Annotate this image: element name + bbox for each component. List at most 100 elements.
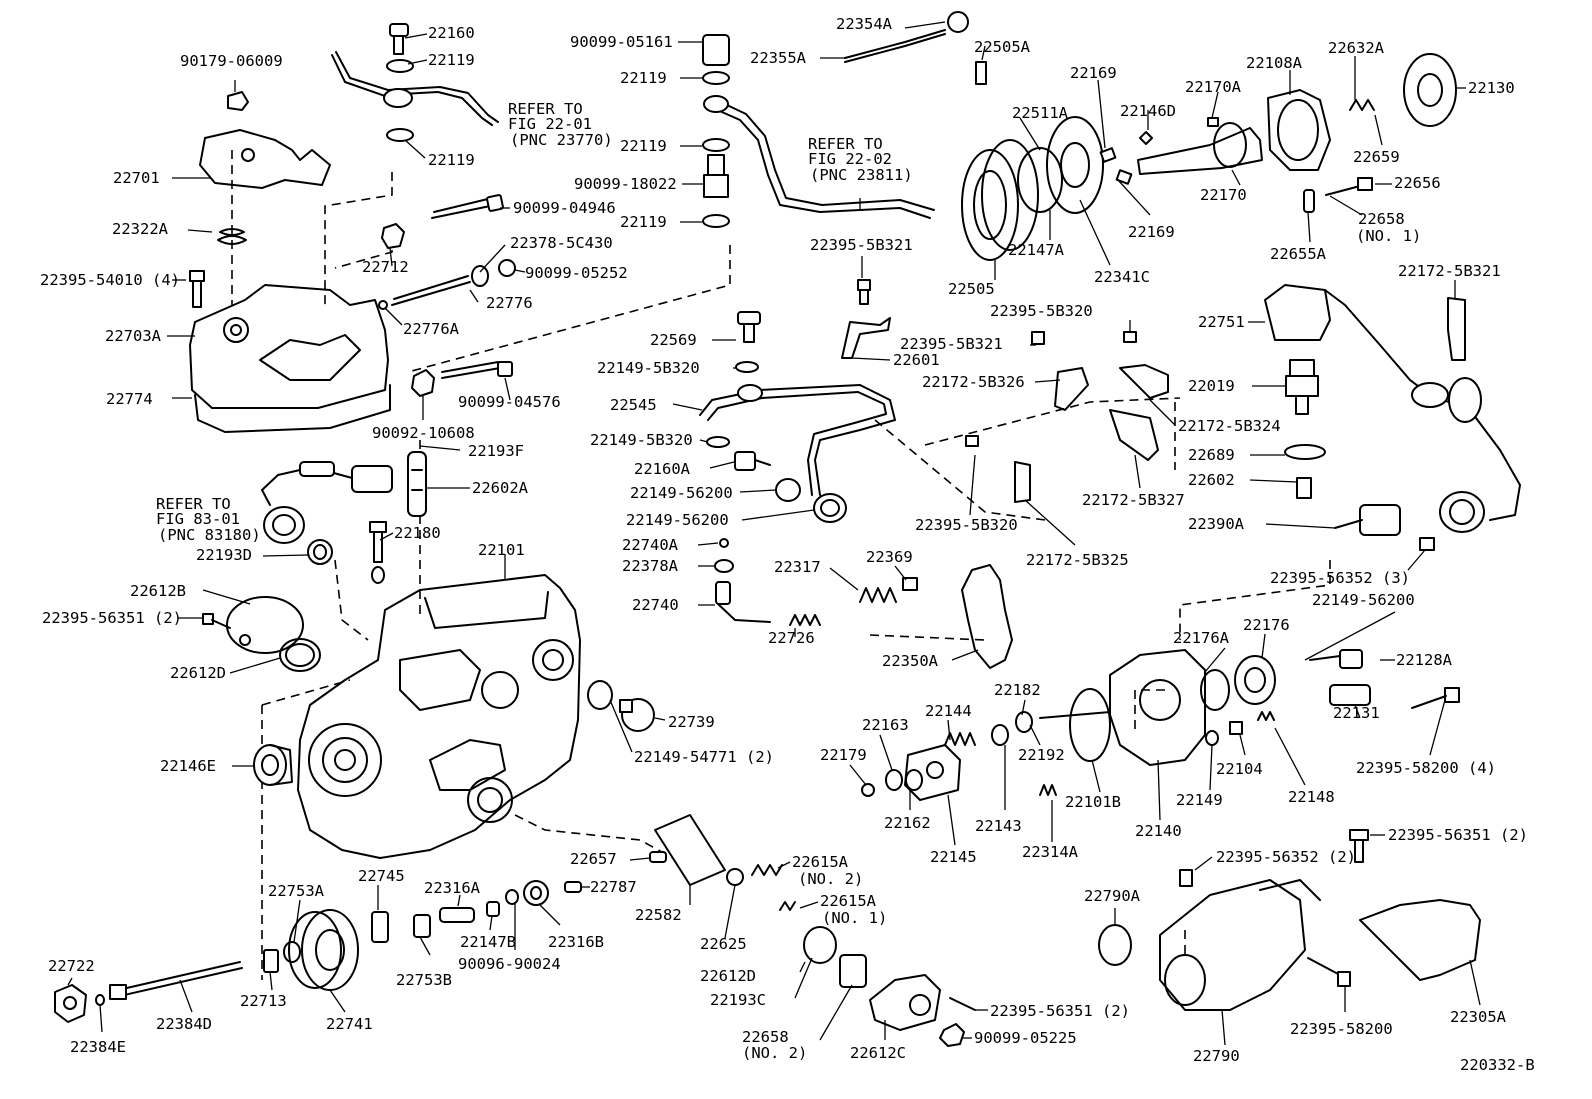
spring-22615A-icon <box>751 864 796 911</box>
part-label: 22740 <box>632 596 679 614</box>
refer-to-label: (PNC 23770) <box>510 131 613 149</box>
part-label: 90099-05225 <box>974 1029 1077 1047</box>
part-label: 22774 <box>106 390 153 408</box>
oring-22176A-icon <box>1200 669 1230 711</box>
refer-to-label: REFER TO <box>156 495 231 513</box>
part-label: 22739 <box>668 713 715 731</box>
part-label: 22119 <box>620 69 667 87</box>
part-label: 22601 <box>893 351 940 369</box>
part-label: 22657 <box>570 850 617 868</box>
part-label: 22658 <box>742 1028 789 1046</box>
fitting-22131-icon <box>1329 684 1371 706</box>
spring-22726-icon <box>789 614 821 626</box>
bolt-22395-5B321-icon <box>857 279 871 305</box>
bolt-22369-icon <box>902 577 918 591</box>
banjo-22149-56200-icon <box>775 478 847 523</box>
part-label: 22148 <box>1288 788 1335 806</box>
cover-22145-icon <box>904 744 961 801</box>
part-label: 22160 <box>428 24 475 42</box>
bolt-22395-56351-icon <box>202 613 231 629</box>
bracket-22172-5B321-icon <box>1447 297 1466 361</box>
bolt-22395-56352-lower-icon <box>1179 869 1193 887</box>
part-label: 22354A <box>836 15 893 33</box>
part-label: 22144 <box>925 702 972 720</box>
bracket-22172-5B324-icon <box>1119 364 1169 399</box>
part-label: 22172-5B325 <box>1026 551 1129 569</box>
part-label: 22316B <box>548 933 604 951</box>
part-label: 22146E <box>160 757 216 775</box>
lever-22350A-icon <box>961 564 1013 669</box>
part-label: 22395-5B321 <box>810 236 913 254</box>
part-label: 90099-05161 <box>570 33 673 51</box>
part-label: 22119 <box>620 213 667 231</box>
valve-90099-18022-icon <box>703 154 729 198</box>
bolt-22505A-icon <box>975 61 987 85</box>
part-label: 22395-58200 <box>1290 1020 1393 1038</box>
part-label: 22395-54010 (4) <box>40 271 180 289</box>
part-label: 22149-56200 <box>1312 591 1415 609</box>
part-label: 22147B <box>460 933 516 951</box>
bolt-22395-56351-lower-icon <box>949 997 976 1011</box>
housing-22108A-icon <box>1267 89 1331 171</box>
part-label: 22176A <box>1173 629 1230 647</box>
part-label: 22108A <box>1246 54 1303 72</box>
key-22170A-icon <box>1207 117 1219 127</box>
part-label: 22149-54771 (2) <box>634 748 774 766</box>
part-label: 22378-5C430 <box>510 234 613 252</box>
nut-90092-icon <box>411 369 435 397</box>
assembly-dashed-lines <box>231 150 1331 980</box>
bracket-22601-icon <box>841 317 891 359</box>
part-label: 22722 <box>48 957 95 975</box>
part-label: 22146D <box>1120 102 1176 120</box>
part-label: 90179-06009 <box>180 52 283 70</box>
part-label: 22172-5B326 <box>922 373 1025 391</box>
part-label: 22176 <box>1243 616 1290 634</box>
part-label: 22569 <box>650 331 697 349</box>
washer-22753A-icon <box>283 941 301 963</box>
lever-22305A-icon <box>1359 899 1481 981</box>
part-label: 22192 <box>1018 746 1065 764</box>
part-label: 22655A <box>1270 245 1327 263</box>
pin-22655A-icon <box>1303 189 1315 213</box>
refer-to-label: FIG 22-02 <box>808 150 892 168</box>
part-label: 22140 <box>1135 822 1182 840</box>
pin-22787-icon <box>564 881 582 893</box>
part-label: 22193F <box>468 442 524 460</box>
part-label: 22615A <box>820 892 877 910</box>
part-label: 22162 <box>884 814 931 832</box>
part-label: (NO. 2) <box>742 1044 807 1062</box>
bolt-22395-56352-icon <box>1419 537 1435 551</box>
bolt-22569-icon <box>737 311 761 343</box>
part-label: 22753A <box>268 882 325 900</box>
part-label: 22395-5B320 <box>990 302 1093 320</box>
bolt-22160-icon <box>389 23 409 55</box>
clip-22776A-icon <box>378 300 388 310</box>
nut-22722-icon <box>54 984 87 1023</box>
part-label: 22712 <box>362 258 409 276</box>
piston-22582-icon <box>654 814 726 886</box>
pin-22179-icon <box>861 783 875 797</box>
spring-22144-icon <box>944 732 976 746</box>
part-labels: 22160 22119 90179-06009 22701 22322A 221… <box>40 15 1535 1074</box>
part-label: 22740A <box>622 536 679 554</box>
shaft-22170-icon <box>1137 122 1263 175</box>
part-label: 90099-18022 <box>574 175 677 193</box>
leader-lines <box>67 21 1481 1046</box>
solenoid-22751-icon <box>1264 284 1331 341</box>
pump-body-22790-icon <box>1159 879 1321 1011</box>
part-label: 22632A <box>1328 39 1385 57</box>
part-label: 22128A <box>1396 651 1453 669</box>
part-label: 22131 <box>1333 704 1380 722</box>
part-label: 22160A <box>634 460 691 478</box>
part-label: 22602A <box>472 479 529 497</box>
refer-to-label: (PNC 83180) <box>158 526 261 544</box>
head-22140-icon <box>1109 649 1206 766</box>
injection-pipe-22545-icon <box>699 384 896 496</box>
spring-22317-icon <box>859 587 897 603</box>
sleeve-22316B-icon <box>523 880 549 906</box>
part-label: 22612D <box>170 664 226 682</box>
part-label: 22787 <box>590 878 637 896</box>
part-label: 22753B <box>396 971 452 989</box>
part-label: 22612D <box>700 967 756 985</box>
